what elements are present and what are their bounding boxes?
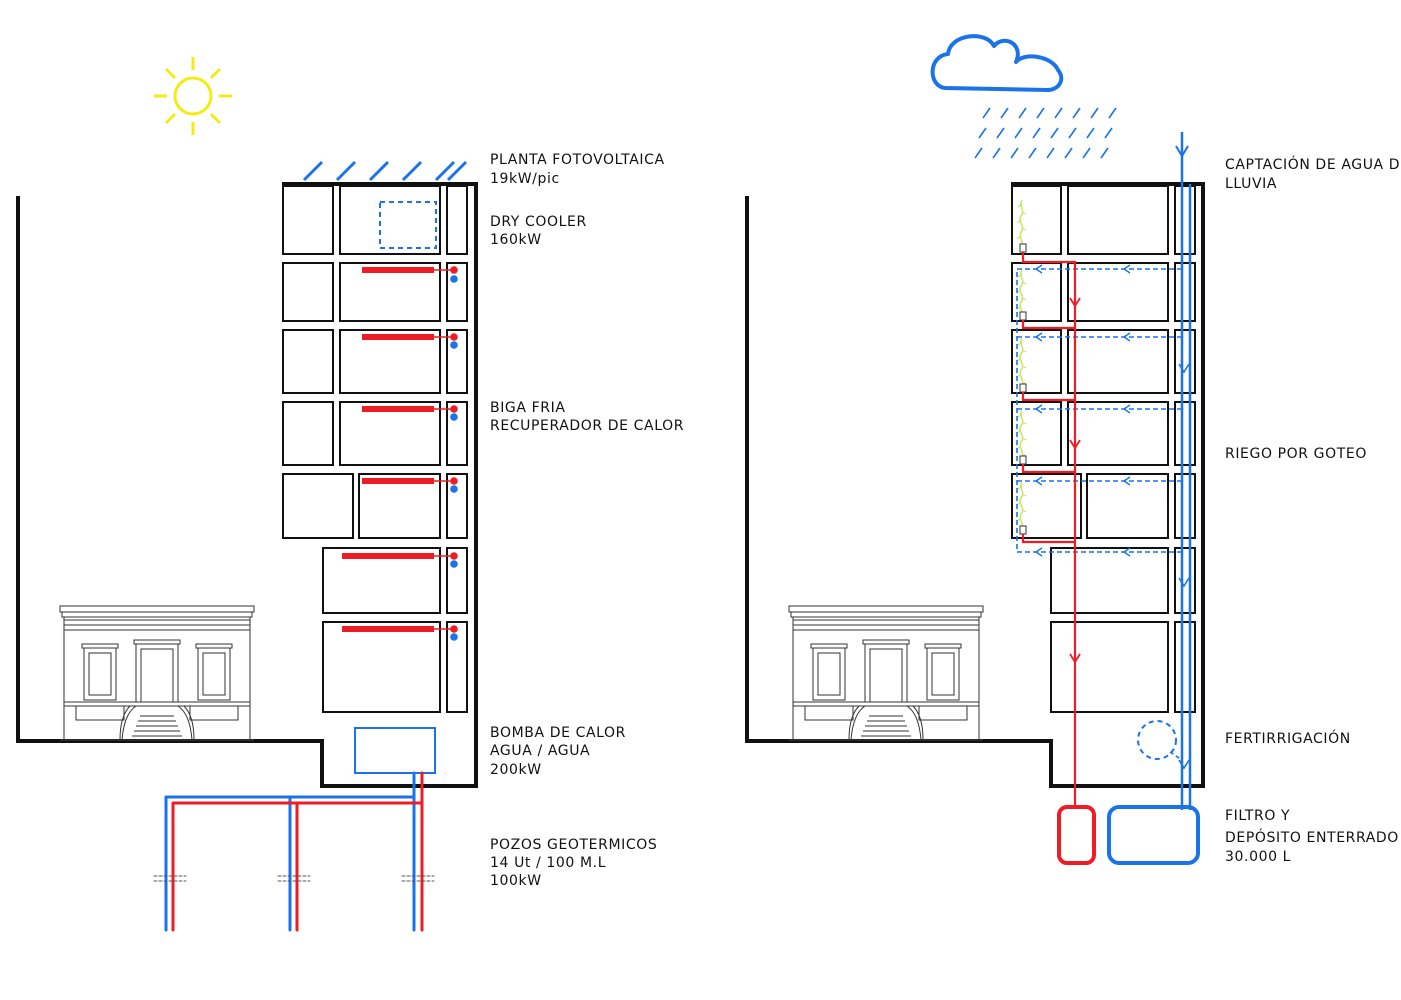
geothermal-wells [153,771,435,932]
left-building-section [16,182,478,788]
label-fertigation: FERTIRRIGACIÓN [1225,729,1351,747]
label-heat-pump-line1: BOMBA DE CALOR [490,725,626,741]
left-labels: PLANTA FOTOVOLTAICA 19kW/pic DRY COOLER … [490,152,684,889]
label-heat-pump-line3: 200kW [490,762,542,778]
dry-cooler-unit [379,201,437,249]
irrigation-arrows [1034,264,1131,557]
photovoltaic-panels-icon [302,160,468,182]
label-geothermal-line1: POZOS GEOTERMICOS [490,837,657,853]
label-geothermal-line2: 14 Ut / 100 M.L [490,855,606,871]
label-deposit-line2: DEPÓSITO ENTERRADO [1225,828,1399,846]
right-labels: CAPTACIÓN DE AGUA DE LLUVIA RIEGO POR GO… [1225,155,1401,865]
historic-building-icon-right [788,605,984,741]
water-deposit-tank [1107,805,1200,865]
plant-icon [1016,199,1027,535]
label-cold-beam-line2: RECUPERADOR DE CALOR [490,418,684,434]
fertigation-feed [1169,751,1183,761]
label-heat-pump-line2: AGUA / AGUA [490,743,590,759]
historic-building-icon [59,605,255,741]
label-geothermal-line3: 100kW [490,873,542,889]
label-photovoltaic-line2: 19kW/pic [490,171,560,187]
label-deposit-line3: 30.000 L [1225,849,1291,865]
label-photovoltaic-line1: PLANTA FOTOVOLTAICA [490,152,665,168]
label-drip-irrigation: RIEGO POR GOTEO [1225,446,1367,462]
sun-icon [154,57,232,135]
label-rainwater-line1: CAPTACIÓN DE AGUA DE [1225,155,1401,173]
right-building-section [745,182,1205,788]
label-dry-cooler-line1: DRY COOLER [490,214,587,230]
rain-icon [974,107,1117,159]
pump-tank-red [1057,805,1096,865]
label-deposit-line1: FILTRO Y [1225,808,1290,824]
drip-irrigation-lines [1016,268,1182,553]
label-rainwater-line2: LLUVIA [1225,176,1277,192]
label-cold-beam-line1: BIGA FRIA [490,400,566,416]
rainwater-downpipe [1175,132,1192,810]
cloud-icon [930,34,1064,92]
heat-pump-unit [354,727,436,774]
label-dry-cooler-line2: 160kW [490,232,542,248]
supply-pipe-red [1021,252,1081,808]
fertigation-tank [1137,720,1177,760]
cold-beams [342,266,458,641]
